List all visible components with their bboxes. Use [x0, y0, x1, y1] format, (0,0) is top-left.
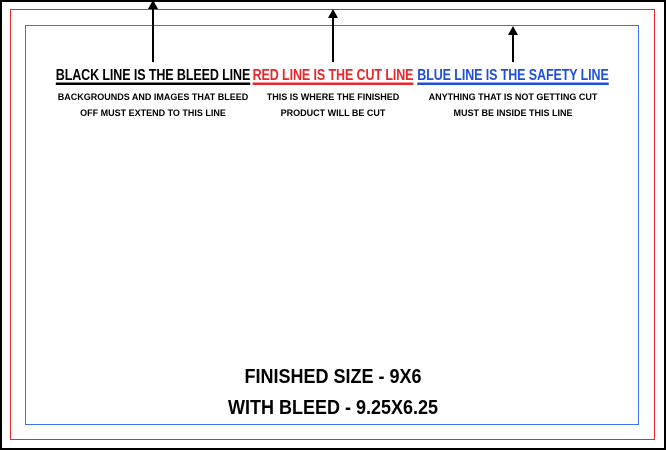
- cut-note-line: PRODUCT WILL BE CUT: [280, 108, 386, 118]
- safety-note-line: MUST BE INSIDE THIS LINE: [453, 108, 573, 118]
- safety-note-line: ANYTHING THAT IS NOT GETTING CUT: [428, 92, 598, 102]
- bleed-note: BLACK LINE IS THE BLEED LINE BACKGROUNDS…: [53, 66, 253, 121]
- cut-arrow-icon: [328, 9, 338, 62]
- finished-size-text: FINISHED SIZE - 9X6: [244, 364, 422, 388]
- bleed-arrow-icon: [148, 0, 158, 62]
- cut-line: [10, 9, 655, 440]
- with-bleed-size-text: WITH BLEED - 9.25X6.25: [227, 395, 439, 419]
- bleed-note-line: BACKGROUNDS AND IMAGES THAT BLEED: [57, 92, 249, 102]
- safety-note: BLUE LINE IS THE SAFETY LINE ANYTHING TH…: [413, 66, 613, 121]
- cut-note-title: RED LINE IS THE CUT LINE: [252, 66, 414, 84]
- cut-note: RED LINE IS THE CUT LINE THIS IS WHERE T…: [233, 66, 433, 121]
- bleed-note-line: OFF MUST EXTEND TO THIS LINE: [80, 108, 226, 118]
- safety-note-title: BLUE LINE IS THE SAFETY LINE: [417, 66, 609, 84]
- safety-arrow-icon: [508, 26, 518, 62]
- safety-note-body: ANYTHING THAT IS NOT GETTING CUT MUST BE…: [413, 89, 613, 121]
- bleed-note-body: BACKGROUNDS AND IMAGES THAT BLEED OFF MU…: [53, 89, 253, 121]
- cut-note-line: THIS IS WHERE THE FINISHED: [266, 92, 400, 102]
- cut-note-body: THIS IS WHERE THE FINISHED PRODUCT WILL …: [233, 89, 433, 121]
- bleed-note-title: BLACK LINE IS THE BLEED LINE: [55, 66, 251, 84]
